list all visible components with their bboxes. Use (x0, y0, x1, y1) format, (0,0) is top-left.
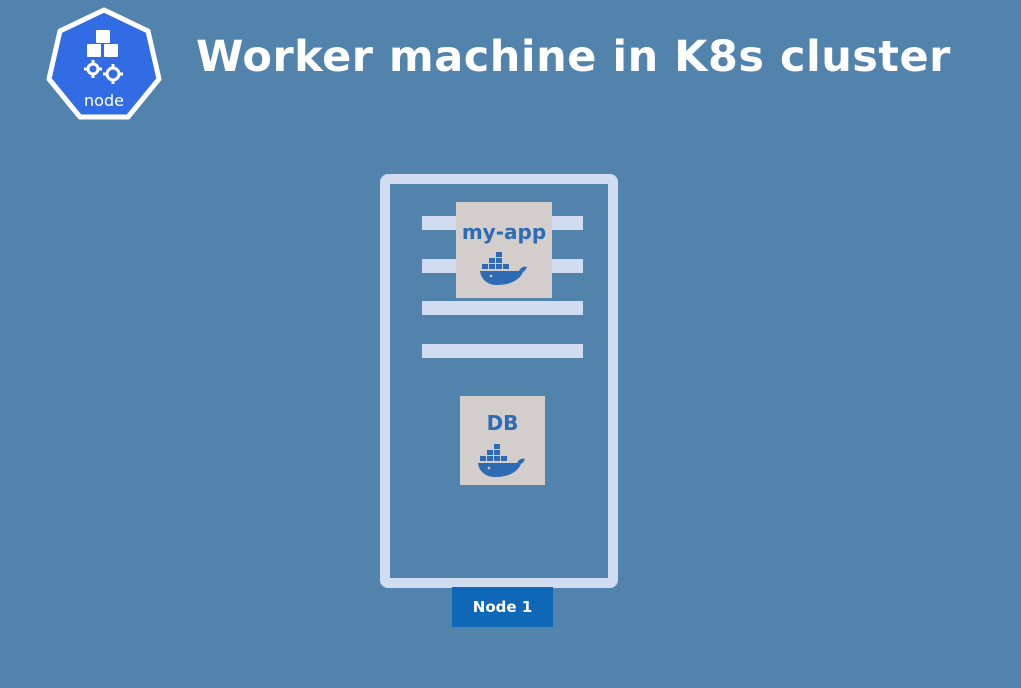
docker-whale-icon (480, 252, 527, 285)
docker-whale-icon (478, 444, 525, 477)
node-label: Node 1 (452, 587, 553, 627)
rack-bar (422, 301, 583, 315)
container-my-app: my-app (456, 202, 552, 298)
container-db: DB (460, 396, 545, 485)
container-label: my-app (461, 220, 547, 244)
logo-label: node (84, 91, 124, 110)
page-title: Worker machine in K8s cluster (196, 32, 951, 82)
container-label: DB (486, 411, 519, 435)
server-outline (380, 174, 618, 588)
kubernetes-node-icon: node (46, 7, 162, 120)
rack-bar (422, 344, 583, 358)
